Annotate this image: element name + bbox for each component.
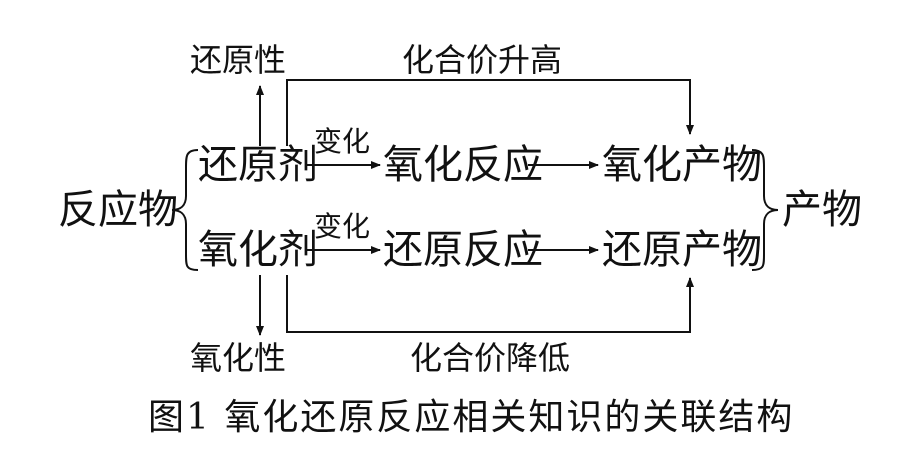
reduction-product-node: 还原产物 (602, 227, 762, 273)
valence-down-route (286, 275, 694, 333)
oxidation-product-node: 氧化产物 (602, 142, 762, 188)
reducibility-label: 还原性 (190, 41, 287, 79)
figure-caption: 图1 氧化还原反应相关知识的关联结构 (148, 397, 795, 438)
products-node: 产物 (782, 187, 862, 233)
reduction-reaction-node: 还原反应 (383, 227, 543, 273)
reducing-agent-node: 还原剂 (198, 142, 318, 188)
change-label-top: 变化 (314, 125, 371, 158)
change-label-bottom: 变化 (314, 210, 371, 243)
valence-up-route (286, 79, 694, 146)
reactants-node: 反应物 (58, 187, 178, 233)
valence-up-label: 化合价升高 (402, 41, 563, 79)
oxidizability-label: 氧化性 (190, 339, 287, 377)
left-brace (171, 149, 199, 271)
oxidation-reaction-node: 氧化反应 (383, 142, 543, 188)
oxidizing-agent-node: 氧化剂 (198, 227, 318, 273)
valence-down-label: 化合价降低 (410, 339, 571, 377)
right-brace (751, 149, 779, 271)
